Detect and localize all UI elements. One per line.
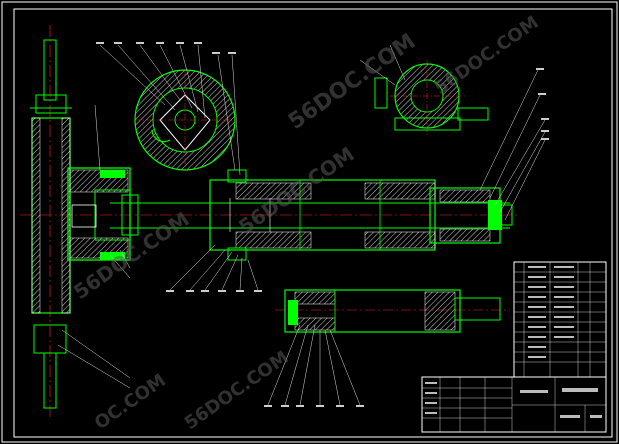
title-block	[421, 376, 607, 433]
leader-lines	[57, 44, 546, 406]
watermark-group: 56DOC.COM 56DOC.COM 56DOC.COM 56DOC.COM …	[69, 12, 543, 434]
watermark: 56DOC.COM	[431, 12, 543, 99]
lower-subassembly	[275, 289, 510, 333]
right-bearing-cap	[429, 187, 513, 244]
parts-list-table	[513, 261, 607, 378]
left-vertical-shaft	[30, 25, 72, 420]
main-horizontal-shaft	[110, 198, 510, 232]
inner-frame	[13, 8, 613, 438]
section-view-b	[374, 60, 489, 135]
left-hub-assembly	[67, 167, 139, 261]
watermark: 56DOC.COM	[181, 347, 293, 434]
watermark: OC.COM	[91, 370, 170, 434]
spindle-housing	[209, 169, 436, 261]
section-view-a	[134, 69, 236, 171]
part-number-tags	[96, 42, 549, 407]
